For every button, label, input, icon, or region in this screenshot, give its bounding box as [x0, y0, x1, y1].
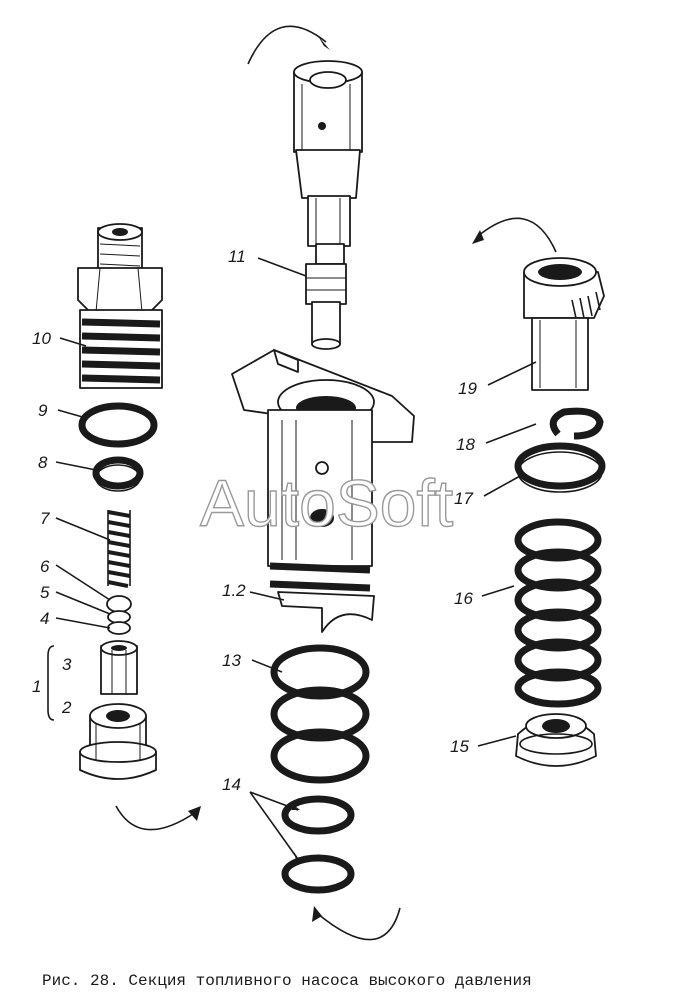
callout-7: 7	[40, 509, 50, 528]
rotation-arrow-bottom-center	[317, 907, 401, 941]
part-8-washer	[92, 456, 144, 492]
part-9-sealing-ring	[78, 402, 158, 448]
rotation-arrow-right-head	[472, 230, 484, 244]
rotation-arrow-right	[477, 217, 557, 253]
rotation-arrow-bottom-left	[115, 805, 197, 831]
rotation-arrow-top	[247, 25, 327, 65]
callout-13: 13	[222, 651, 241, 670]
part-18-circlip	[549, 407, 604, 440]
part-2-valve-seat	[79, 703, 157, 780]
part-13-ring	[270, 644, 370, 784]
callout-10: 10	[32, 329, 51, 348]
callout-12: 1.2	[222, 581, 246, 600]
part-12-sleeve	[231, 349, 415, 633]
watermark: AutoSoft	[200, 466, 453, 540]
callout-14: 14	[222, 775, 241, 794]
callout-19: 19	[458, 379, 477, 398]
callout-9: 9	[38, 401, 48, 420]
callout-15: 15	[450, 737, 469, 756]
part-11-plunger	[293, 60, 363, 350]
callout-16: 16	[454, 589, 473, 608]
leader-lines	[47, 257, 537, 864]
callout-3: 3	[62, 655, 72, 674]
part-10-fitting	[77, 223, 163, 389]
figure-caption: Рис. 28. Секция топливного насоса высоко…	[42, 972, 532, 990]
callout-18: 18	[456, 435, 475, 454]
part-15-spring-seat	[515, 713, 597, 767]
callout-1: 1	[32, 677, 41, 696]
callout-5: 5	[40, 583, 50, 602]
part-17-plate	[514, 442, 606, 493]
callout-17: 17	[454, 489, 473, 508]
callout-11: 11	[228, 247, 246, 266]
part-16-spring	[514, 518, 602, 708]
part-7-spring	[107, 510, 131, 588]
rotation-arrow-top-head	[318, 36, 330, 50]
rotation-arrow-bottom-left-head	[188, 806, 201, 821]
parts-4-6-balls	[106, 595, 132, 635]
callout-2: 2	[61, 698, 72, 717]
callout-8: 8	[38, 453, 48, 472]
rotation-arrow-bottom-center-head	[312, 906, 322, 922]
callout-6: 6	[40, 557, 50, 576]
part-19-control-sleeve	[523, 257, 605, 391]
part-3-valve-body	[100, 640, 138, 695]
callout-4: 4	[40, 609, 49, 628]
part-14-rings	[281, 795, 355, 894]
